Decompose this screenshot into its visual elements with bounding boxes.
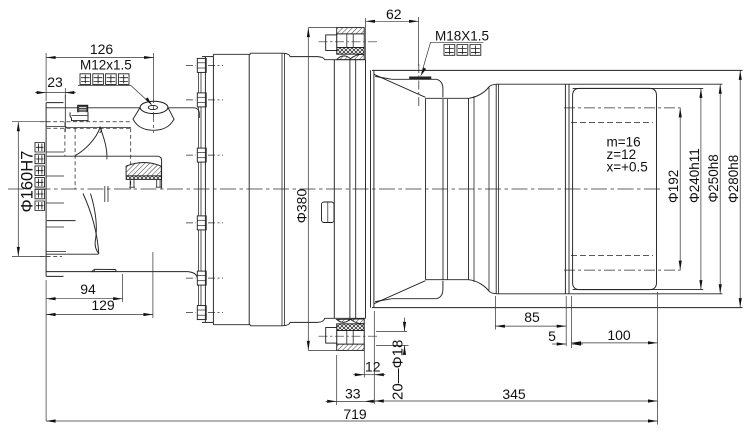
svg-text:Φ192: Φ192: [666, 170, 681, 203]
svg-text:100: 100: [607, 327, 631, 343]
svg-text:33: 33: [345, 386, 361, 402]
svg-text:z=12: z=12: [607, 147, 637, 162]
svg-text:Φ280h8: Φ280h8: [726, 155, 741, 203]
svg-text:Φ380: Φ380: [294, 189, 310, 224]
svg-text:126: 126: [90, 41, 114, 57]
svg-text:719: 719: [343, 406, 367, 422]
svg-text:Φ160H7: Φ160H7: [19, 151, 37, 213]
svg-text:345: 345: [502, 386, 526, 402]
svg-text:Φ240h11: Φ240h11: [687, 148, 702, 203]
svg-text:Φ250h8: Φ250h8: [706, 154, 721, 202]
svg-text:M18X1.5: M18X1.5: [435, 29, 489, 44]
svg-text:5: 5: [548, 328, 556, 344]
svg-text:x=+0.5: x=+0.5: [607, 159, 648, 174]
svg-text:20—Φ18: 20—Φ18: [389, 340, 406, 400]
svg-text:m=16: m=16: [607, 135, 641, 150]
svg-text:129: 129: [91, 297, 115, 313]
svg-text:23: 23: [47, 74, 63, 90]
svg-text:12: 12: [365, 359, 381, 375]
svg-text:94: 94: [80, 281, 96, 297]
svg-text:M12x1.5: M12x1.5: [80, 58, 132, 73]
svg-text:85: 85: [524, 309, 540, 325]
svg-text:62: 62: [386, 6, 402, 22]
